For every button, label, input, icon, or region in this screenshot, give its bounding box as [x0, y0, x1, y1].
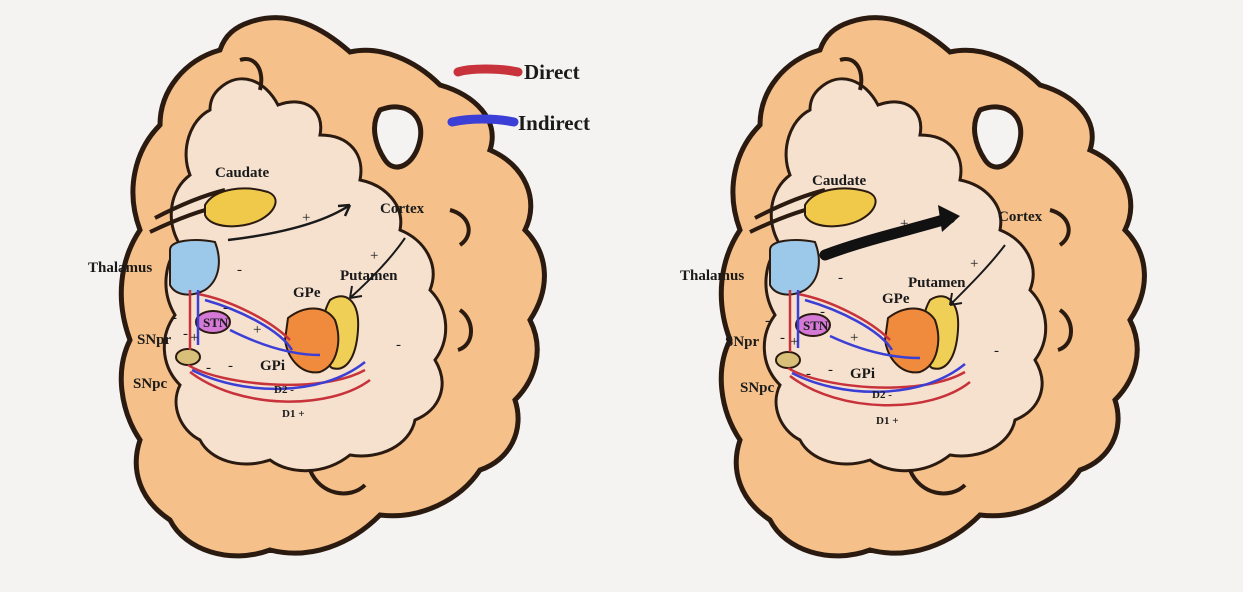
label-stn: STN [203, 315, 229, 330]
label-putamen: Putamen [340, 268, 398, 284]
sign-gpe-stn: + [253, 322, 261, 338]
legend-direct-label: Direct [524, 60, 580, 84]
label-snpc: SNpc [740, 380, 775, 396]
sign-stn-side: - [223, 300, 228, 316]
sign-snpr-a: - [172, 310, 177, 326]
label-d1: D1 + [282, 408, 304, 420]
label-stn: STN [803, 318, 829, 333]
sign-gpe-stn: + [850, 330, 858, 346]
sign-snc-plus: + [190, 330, 198, 346]
label-cortex: Cortex [998, 209, 1043, 225]
label-d2: D2 - [274, 384, 294, 396]
label-cortex: Cortex [380, 201, 425, 217]
legend-indirect-swatch [452, 119, 514, 122]
label-caudate: Caudate [215, 165, 270, 181]
label-thalamus: Thalamus [88, 260, 152, 276]
sign-thalamus-gpi: - [838, 270, 843, 286]
sign-stn-side: - [820, 304, 825, 320]
legend-direct-swatch [458, 69, 518, 72]
sign-low-b: - [828, 362, 833, 378]
sign-snpr-a: - [765, 313, 770, 329]
sign-thalamo-cortex: + [302, 210, 310, 226]
sn-shape [776, 352, 800, 368]
sign-low-a: - [806, 366, 811, 382]
sign-thalamus-gpi: - [237, 262, 242, 278]
label-gpi: GPi [260, 358, 285, 374]
label-snpr: SNpr [725, 334, 760, 350]
label-caudate: Caudate [812, 173, 867, 189]
panel-normal: Caudate Cortex Thalamus Putamen GPe GPi … [88, 18, 544, 556]
sign-snc-plus: + [790, 334, 798, 350]
label-putamen: Putamen [908, 275, 966, 291]
label-d2: D2 - [872, 389, 892, 401]
sign-thalamo-cortex: + [900, 216, 908, 232]
label-gpi: GPi [850, 366, 875, 382]
legend-indirect-label: Indirect [518, 111, 590, 135]
legend: Direct Indirect [452, 60, 590, 135]
sign-gpi-side: - [396, 337, 401, 353]
panel-altered: Caudate Cortex Thalamus Putamen GPe GPi … [680, 18, 1144, 556]
label-snpc: SNpc [133, 376, 168, 392]
sign-snpr-b: - [183, 326, 188, 342]
label-gpe: GPe [293, 285, 321, 301]
label-snpr: SNpr [137, 332, 172, 348]
sign-low-a: - [206, 360, 211, 376]
sign-low-b: - [228, 358, 233, 374]
sign-cortex-putamen: + [970, 256, 978, 272]
label-thalamus: Thalamus [680, 268, 744, 284]
sign-gpi-side: - [994, 343, 999, 359]
sign-snpr-b: - [780, 330, 785, 346]
sign-cortex-putamen: + [370, 248, 378, 264]
label-d1: D1 + [876, 415, 898, 427]
label-gpe: GPe [882, 291, 910, 307]
sn-shape [176, 349, 200, 365]
